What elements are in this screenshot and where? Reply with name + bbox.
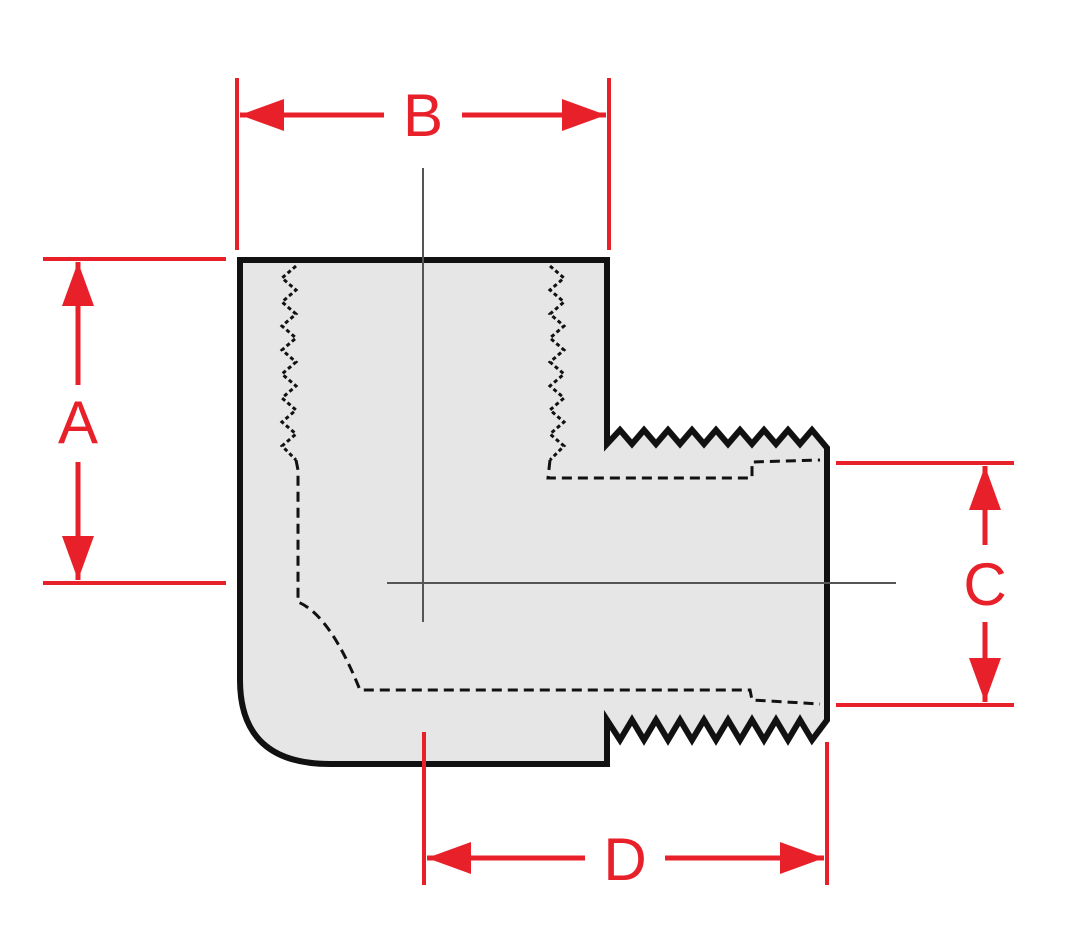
- center-lines: [387, 168, 896, 622]
- dimension-label-d: D: [603, 826, 646, 893]
- dimension-label-a: A: [58, 389, 98, 456]
- dimension-b: B: [235, 78, 611, 250]
- dimension-d: D: [422, 732, 829, 893]
- female-thread-right: [547, 264, 567, 462]
- dimension-c: C: [836, 461, 1014, 707]
- elbow-body: [237, 257, 830, 767]
- hidden-bore-inner: [546, 458, 821, 480]
- dimension-label-b: B: [403, 82, 443, 149]
- dimension-label-c: C: [963, 551, 1006, 618]
- female-thread-left: [279, 264, 299, 462]
- dimension-a: A: [43, 257, 226, 585]
- elbow-fitting: [237, 257, 830, 767]
